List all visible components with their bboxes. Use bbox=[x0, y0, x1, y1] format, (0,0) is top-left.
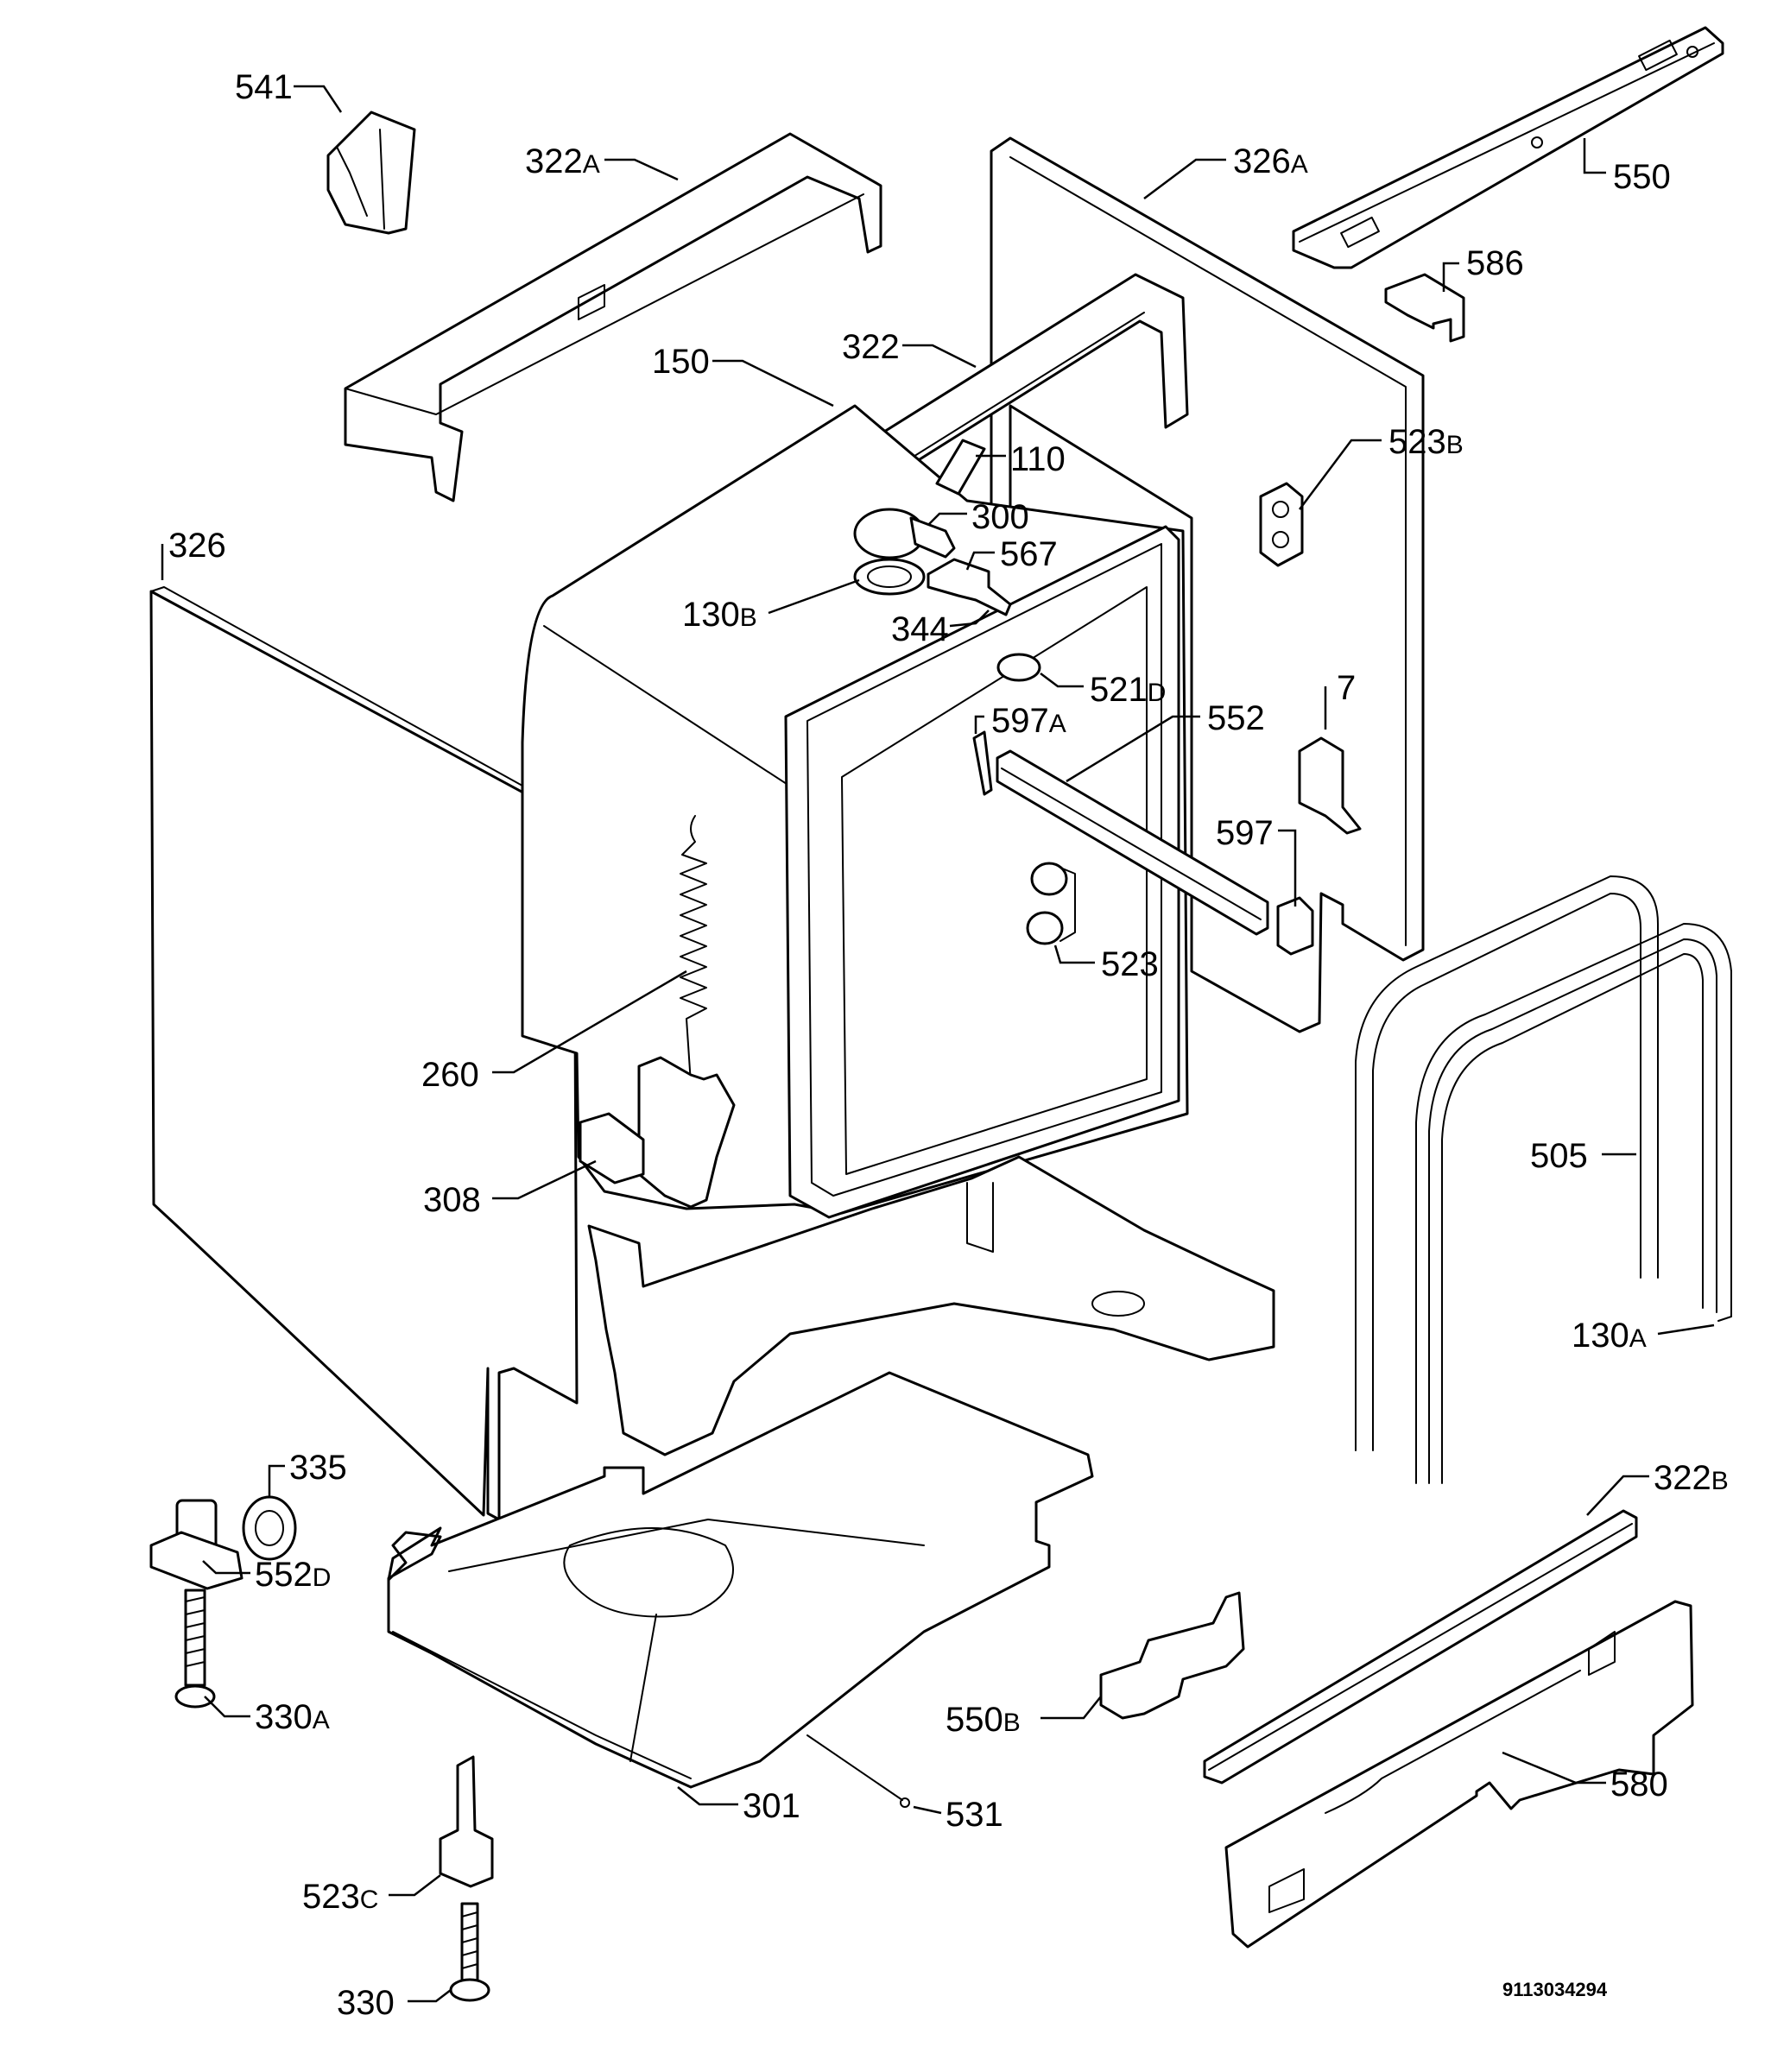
tub-front-frame bbox=[784, 525, 1180, 1219]
top-rail-322A bbox=[344, 132, 882, 502]
label-523C: 523C bbox=[302, 1878, 378, 1916]
label-586: 586 bbox=[1466, 244, 1524, 282]
label-322A: 322A bbox=[525, 142, 600, 180]
pin-597A bbox=[972, 730, 993, 796]
leader-lines bbox=[161, 85, 1715, 2003]
screw-330 bbox=[449, 1902, 490, 2002]
hose-110 bbox=[935, 439, 986, 496]
label-322: 322 bbox=[842, 328, 900, 366]
slide-end-597 bbox=[1276, 896, 1314, 956]
clip-567-344 bbox=[927, 558, 1012, 616]
label-521D: 521D bbox=[1090, 671, 1166, 709]
roller-523 bbox=[1026, 862, 1076, 945]
label-550B: 550B bbox=[946, 1701, 1021, 1739]
label-330: 330 bbox=[337, 1984, 395, 2022]
label-130A: 130A bbox=[1572, 1317, 1647, 1355]
label-344: 344 bbox=[891, 610, 949, 648]
label-301: 301 bbox=[743, 1787, 800, 1825]
hinge-308 bbox=[579, 1056, 736, 1209]
label-505: 505 bbox=[1530, 1137, 1588, 1175]
door-seal-505 bbox=[1355, 875, 1659, 1451]
label-300: 300 bbox=[971, 498, 1029, 536]
label-580: 580 bbox=[1610, 1766, 1668, 1804]
label-552D: 552D bbox=[255, 1556, 331, 1594]
label-552: 552 bbox=[1207, 699, 1265, 737]
kick-plate-580 bbox=[1224, 1600, 1694, 1949]
part-labels: 541 322A 326A 550 586 150 322 110 523B 3… bbox=[168, 68, 1729, 2022]
seal-130B bbox=[853, 558, 926, 596]
label-330A: 330A bbox=[255, 1698, 330, 1736]
bracket-550B bbox=[1099, 1591, 1245, 1720]
label-523: 523 bbox=[1101, 945, 1159, 983]
gear-335 bbox=[242, 1495, 297, 1561]
label-550: 550 bbox=[1613, 158, 1671, 196]
gasket-130A bbox=[1415, 923, 1732, 1484]
label-110: 110 bbox=[1010, 440, 1066, 478]
bumper-523B bbox=[1259, 482, 1304, 567]
label-335: 335 bbox=[289, 1449, 347, 1487]
side-panel-326 bbox=[149, 586, 579, 1521]
label-597A: 597A bbox=[991, 702, 1066, 740]
label-531: 531 bbox=[946, 1796, 1003, 1834]
label-130B: 130B bbox=[682, 596, 757, 634]
label-260: 260 bbox=[421, 1056, 479, 1094]
document-number: 9113034294 bbox=[1502, 1979, 1608, 2000]
label-150: 150 bbox=[652, 343, 710, 381]
label-523B: 523B bbox=[1388, 423, 1464, 461]
screw-330A bbox=[174, 1589, 216, 1709]
base-pan-301 bbox=[387, 1371, 1094, 1789]
rod-531 bbox=[806, 1734, 910, 1808]
bracket-586 bbox=[1384, 273, 1465, 343]
top-bracket-550 bbox=[1292, 26, 1724, 269]
actuator-552D bbox=[149, 1499, 244, 1590]
label-597: 597 bbox=[1216, 814, 1274, 852]
rail-552 bbox=[996, 749, 1269, 936]
base-frame bbox=[587, 1155, 1275, 1456]
plug-521D bbox=[996, 653, 1041, 682]
valve-300 bbox=[853, 508, 956, 559]
label-322B: 322B bbox=[1654, 1459, 1729, 1497]
bracket-523C bbox=[439, 1755, 494, 1888]
label-308: 308 bbox=[423, 1181, 481, 1219]
latch-7 bbox=[1298, 736, 1362, 835]
label-567: 567 bbox=[1000, 535, 1058, 573]
label-326: 326 bbox=[168, 527, 226, 565]
label-7: 7 bbox=[1337, 669, 1356, 707]
label-541: 541 bbox=[235, 68, 293, 106]
clip-541 bbox=[326, 111, 416, 235]
rail-322B bbox=[1203, 1509, 1638, 1785]
label-326A: 326A bbox=[1233, 142, 1308, 180]
